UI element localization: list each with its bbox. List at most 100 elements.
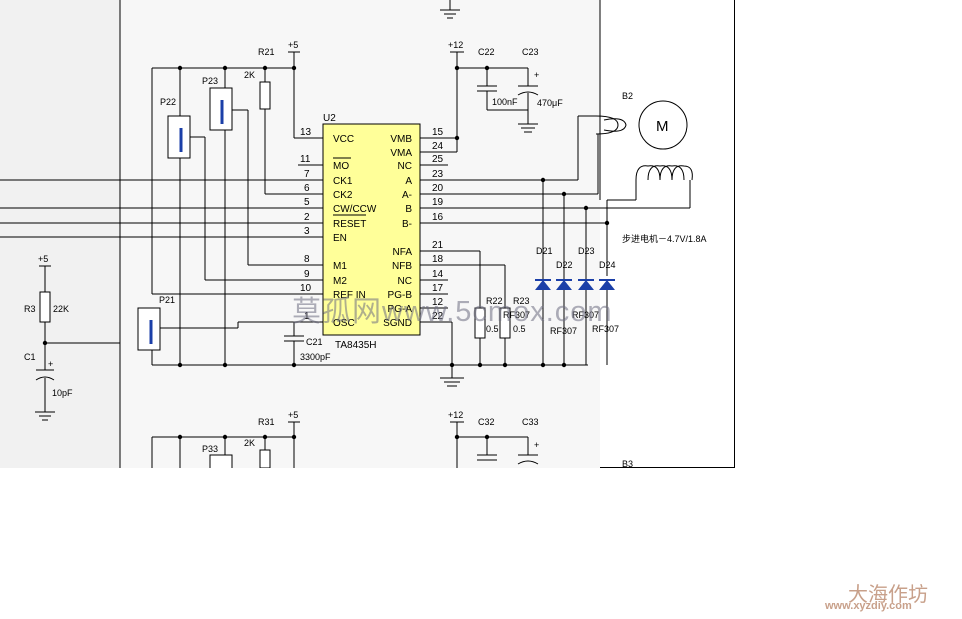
chip-part: TA8435H (335, 340, 377, 351)
brand-name: 大海作坊 (848, 584, 928, 606)
capacitor-c22: C22 100nF (477, 47, 518, 110)
svg-text:C33: C33 (522, 417, 539, 427)
svg-text:D21: D21 (536, 246, 553, 256)
ground-main (440, 377, 464, 387)
svg-text:+: + (48, 359, 53, 369)
capacitor-c21: C21 3300pF (284, 321, 331, 365)
svg-text:P33: P33 (202, 444, 218, 454)
svg-text:A-: A- (402, 190, 412, 201)
svg-text:NC: NC (398, 276, 412, 287)
svg-text:A: A (405, 176, 412, 187)
svg-text:0.5: 0.5 (513, 324, 526, 334)
svg-text:24: 24 (432, 141, 444, 152)
svg-text:18: 18 (432, 254, 444, 265)
svg-text:R23: R23 (513, 296, 530, 306)
svg-text:+: + (534, 70, 539, 80)
svg-text:C22: C22 (478, 47, 495, 57)
svg-text:1: 1 (304, 311, 310, 322)
capacitor-c23: C23 + 470μF (517, 47, 563, 124)
svg-text:C21: C21 (306, 337, 323, 347)
svg-text:REF IN: REF IN (333, 290, 366, 301)
svg-text:VMB: VMB (390, 134, 412, 145)
chip-right-pins: 15 24 25 23 20 19 16 21 18 14 17 12 22 (420, 127, 690, 323)
svg-text:RESET: RESET (333, 219, 366, 230)
svg-text:10: 10 (300, 283, 312, 294)
diode-d22: D22 RF307 (550, 194, 577, 365)
svg-text:3300pF: 3300pF (300, 352, 331, 362)
svg-text:22: 22 (432, 311, 444, 322)
ground-top (440, 0, 460, 19)
second-channel: +5 R31 2K P33 +12 C32 C33 + B3 (151, 410, 633, 470)
svg-text:15: 15 (432, 127, 444, 138)
svg-text:20: 20 (432, 183, 444, 194)
svg-text:步进电机－4.7V/1.8A: 步进电机－4.7V/1.8A (622, 233, 707, 244)
svg-text:B-: B- (402, 219, 412, 230)
potentiometer-p21: P21 (137, 295, 239, 365)
svg-text:B2: B2 (622, 91, 633, 101)
svg-text:0.5: 0.5 (486, 324, 499, 334)
svg-text:100nF: 100nF (492, 97, 518, 107)
potentiometer-p23: P23 (202, 68, 249, 365)
svg-text:R21: R21 (258, 47, 275, 57)
svg-text:14: 14 (432, 269, 444, 280)
svg-text:16: 16 (432, 212, 444, 223)
ground-c23 (518, 123, 538, 133)
svg-text:D24: D24 (599, 260, 616, 270)
svg-text:3: 3 (304, 226, 310, 237)
stepper-motor-b2: M B2 步进电机－4.7V/1.8A (577, 91, 707, 244)
svg-text:D22: D22 (556, 260, 573, 270)
chip-u2-body (322, 123, 421, 336)
svg-text:CW/CCW: CW/CCW (333, 204, 377, 215)
supply-5v-top: +5 (288, 40, 300, 68)
svg-text:22K: 22K (53, 304, 69, 314)
capacitor-c1: C1 + 10pF (24, 352, 73, 412)
svg-text:470μF: 470μF (537, 98, 563, 108)
resistor-r3: R3 22K (24, 266, 69, 370)
svg-text:C23: C23 (522, 47, 539, 57)
svg-text:C1: C1 (24, 352, 36, 362)
svg-text:VCC: VCC (333, 134, 354, 145)
svg-text:R31: R31 (258, 417, 275, 427)
svg-text:21: 21 (432, 240, 444, 251)
svg-text:CK1: CK1 (333, 176, 353, 187)
svg-text:12: 12 (432, 297, 444, 308)
svg-text:RF307: RF307 (592, 324, 619, 334)
resistor-r21: R21 2K (244, 47, 275, 194)
chip-ref: U2 (323, 113, 336, 124)
svg-text:SGND: SGND (383, 318, 412, 329)
svg-text:R22: R22 (486, 296, 503, 306)
svg-text:M1: M1 (333, 261, 347, 272)
svg-text:P21: P21 (159, 295, 175, 305)
diode-d24: D24 RF307 (592, 223, 619, 365)
chip-left-pin-names: VCC MO CK1 CK2 CW/CCW RESET EN M1 M2 REF… (333, 134, 377, 329)
svg-text:D23: D23 (578, 246, 595, 256)
watermark-text: 莫孤网www.5cmox.com (292, 296, 613, 328)
svg-text:+5: +5 (38, 254, 48, 264)
svg-text:NC: NC (398, 161, 412, 172)
svg-text:17: 17 (432, 283, 444, 294)
svg-text:C32: C32 (478, 417, 495, 427)
diode-d23: D23 RF307 (572, 208, 599, 365)
svg-text:MO: MO (333, 161, 349, 172)
svg-text:+5: +5 (288, 40, 298, 50)
resistor-r22: R22 0.5 (474, 251, 503, 365)
svg-text:13: 13 (300, 127, 312, 138)
svg-text:2: 2 (304, 212, 310, 223)
svg-text:9: 9 (304, 269, 310, 280)
svg-text:+12: +12 (448, 410, 463, 420)
svg-text:8: 8 (304, 254, 310, 265)
diode-d21: D21 RF307 (503, 180, 553, 365)
svg-text:VMA: VMA (390, 148, 412, 159)
svg-text:+12: +12 (448, 40, 463, 50)
svg-text:10pF: 10pF (52, 388, 73, 398)
svg-text:R3: R3 (24, 304, 36, 314)
svg-text:2K: 2K (244, 438, 255, 448)
svg-text:19: 19 (432, 197, 444, 208)
svg-text:P22: P22 (160, 97, 176, 107)
svg-text:NFA: NFA (393, 247, 413, 258)
svg-text:M2: M2 (333, 276, 347, 287)
svg-text:11: 11 (300, 154, 311, 165)
svg-text:RF307: RF307 (503, 310, 530, 320)
svg-text:B3: B3 (622, 459, 633, 468)
svg-text:CK2: CK2 (333, 190, 353, 201)
